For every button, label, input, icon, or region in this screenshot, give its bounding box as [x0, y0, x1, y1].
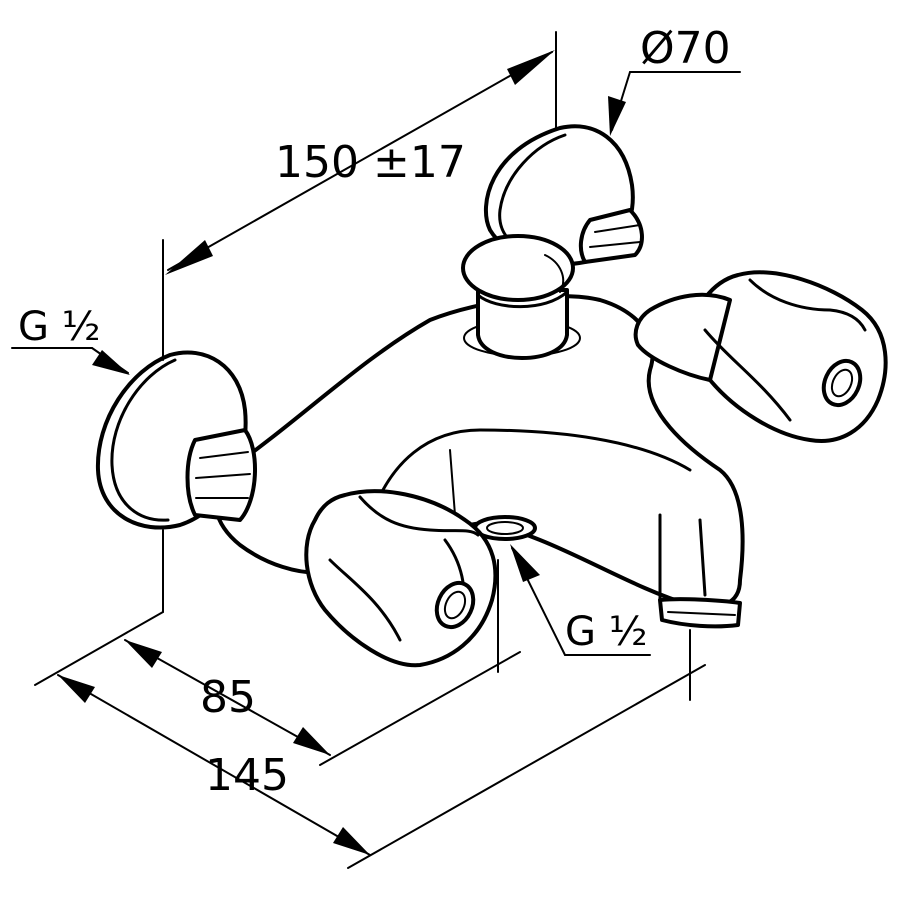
left-wall-rosette — [95, 350, 258, 530]
right-wall-rosette — [483, 124, 644, 267]
diverter-knob — [461, 234, 581, 360]
dim-rosette-diameter — [608, 71, 741, 136]
label-projection-outlet: 85 — [200, 672, 256, 723]
dim-wall-spacing — [162, 31, 557, 361]
label-inlet-thread: G ½ — [18, 304, 100, 350]
left-handle — [304, 489, 498, 668]
leader-inlet-thread — [11, 347, 130, 375]
dim-projections — [34, 529, 706, 869]
label-wall-spacing: 150 ±17 — [275, 137, 466, 188]
label-rosette-diameter: Ø70 — [640, 23, 731, 74]
label-projection-total: 145 — [205, 750, 289, 801]
label-outlet-thread: G ½ — [565, 609, 647, 655]
leader-outlet-thread — [510, 544, 651, 656]
right-handle — [633, 270, 888, 443]
